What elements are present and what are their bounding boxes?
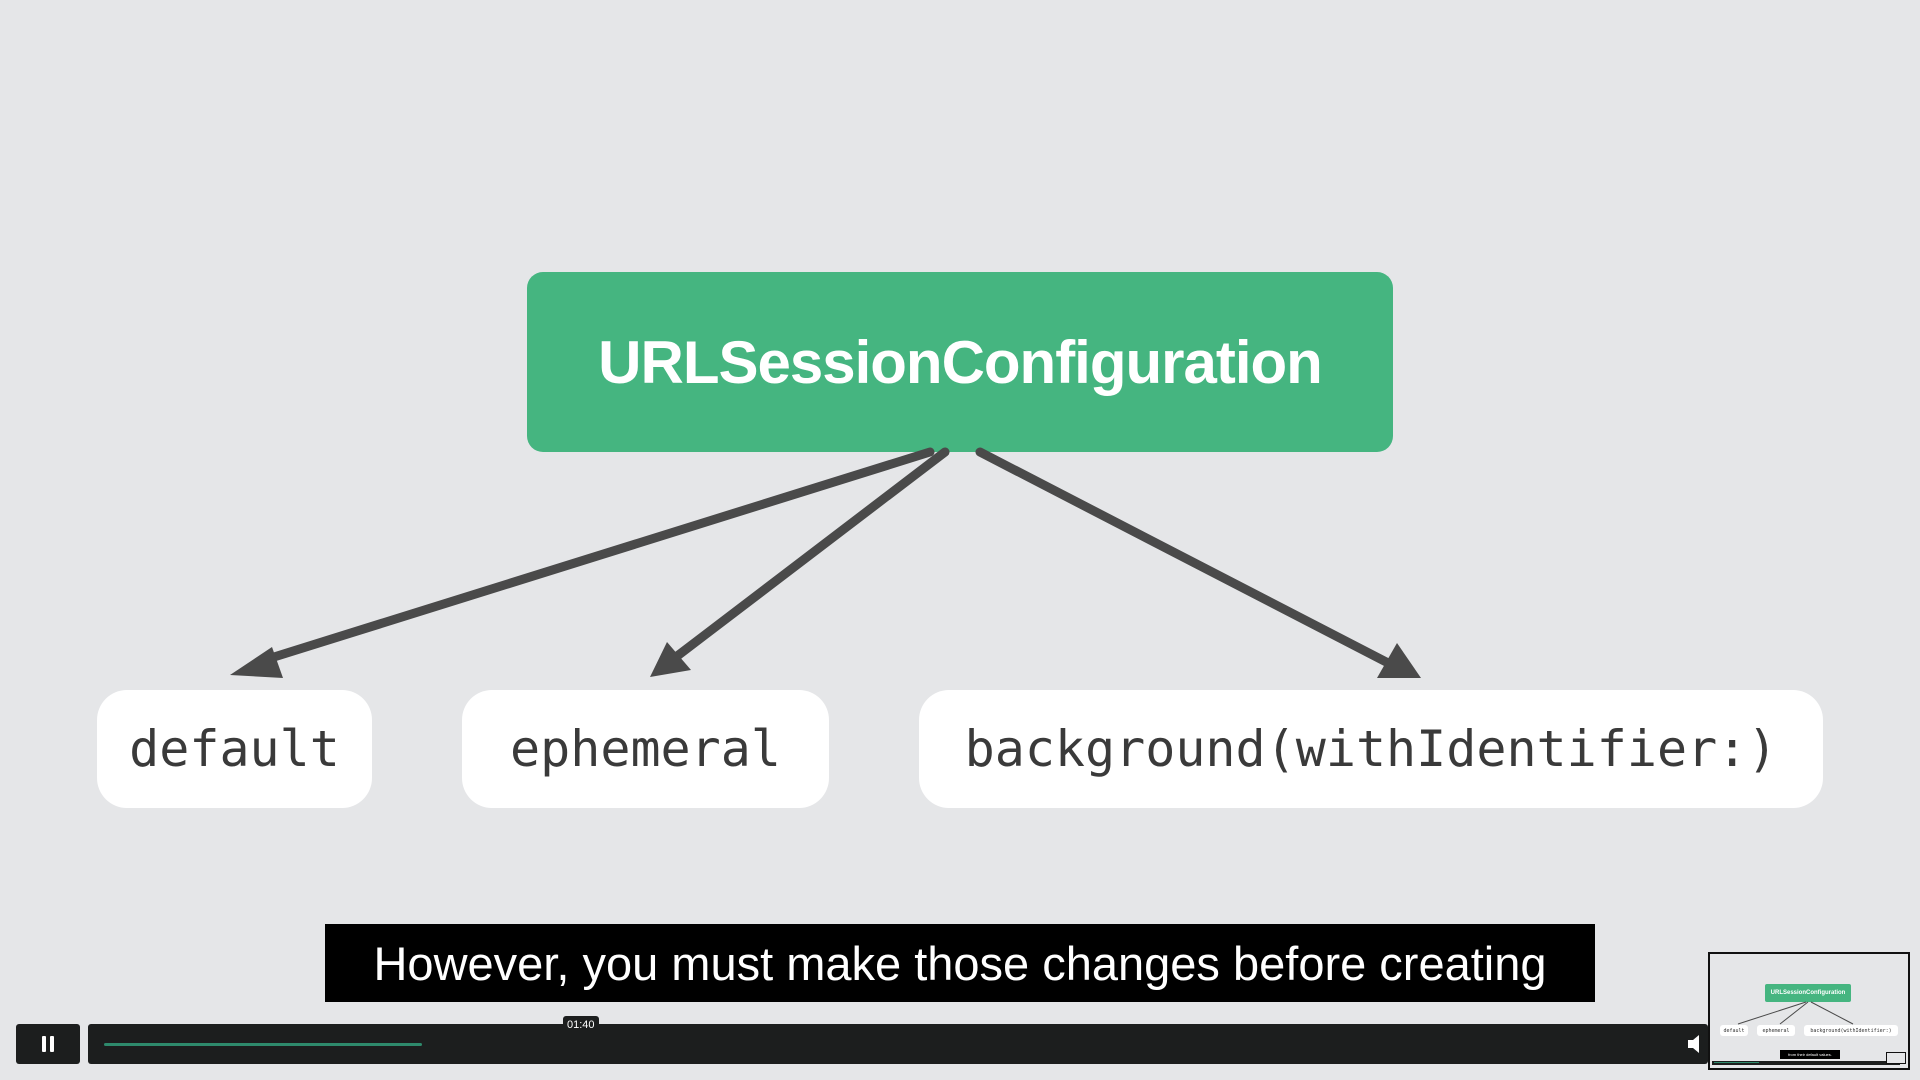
arrow-to-ephemeral bbox=[667, 447, 950, 665]
node-default: default bbox=[97, 690, 372, 808]
preview-arrows bbox=[1737, 1001, 1854, 1025]
pause-button[interactable] bbox=[16, 1024, 80, 1064]
player-controls: 01:40 bbox=[0, 1016, 1920, 1066]
node-ephemeral: ephemeral bbox=[462, 690, 829, 808]
preview-root-node: URLSessionConfiguration bbox=[1765, 984, 1851, 1002]
arrowhead-ephemeral bbox=[650, 642, 691, 677]
arrow-to-background bbox=[975, 447, 1397, 670]
pause-icon bbox=[42, 1036, 54, 1052]
node-background: background(withIdentifier:) bbox=[919, 690, 1823, 808]
arrow-to-default bbox=[253, 447, 935, 667]
preview-caption: from their default values. bbox=[1780, 1050, 1840, 1059]
time-tooltip: 01:40 bbox=[563, 1016, 599, 1034]
preview-node-default: default bbox=[1720, 1025, 1748, 1036]
preview-mini-thumbnail bbox=[1886, 1052, 1906, 1064]
node-ephemeral-label: ephemeral bbox=[510, 720, 781, 778]
node-background-label: background(withIdentifier:) bbox=[964, 720, 1778, 778]
preview-progress-fill bbox=[1714, 1062, 1759, 1063]
root-node: URLSessionConfiguration bbox=[527, 272, 1393, 452]
progress-fill bbox=[104, 1043, 422, 1046]
root-node-label: URLSessionConfiguration bbox=[598, 328, 1323, 396]
node-default-label: default bbox=[129, 720, 340, 778]
video-preview-thumbnail[interactable]: URLSessionConfiguration default ephemera… bbox=[1708, 952, 1910, 1070]
preview-node-ephemeral: ephemeral bbox=[1757, 1025, 1795, 1036]
subtitle-caption: However, you must make those changes bef… bbox=[325, 924, 1595, 1002]
progress-bar[interactable]: 01:40 bbox=[88, 1016, 1708, 1064]
preview-node-background: background(withIdentifier:) bbox=[1804, 1025, 1898, 1036]
volume-icon[interactable] bbox=[1688, 1034, 1710, 1054]
arrowhead-background bbox=[1377, 643, 1421, 678]
preview-progress-bar bbox=[1712, 1061, 1900, 1065]
arrowhead-default bbox=[230, 647, 283, 678]
